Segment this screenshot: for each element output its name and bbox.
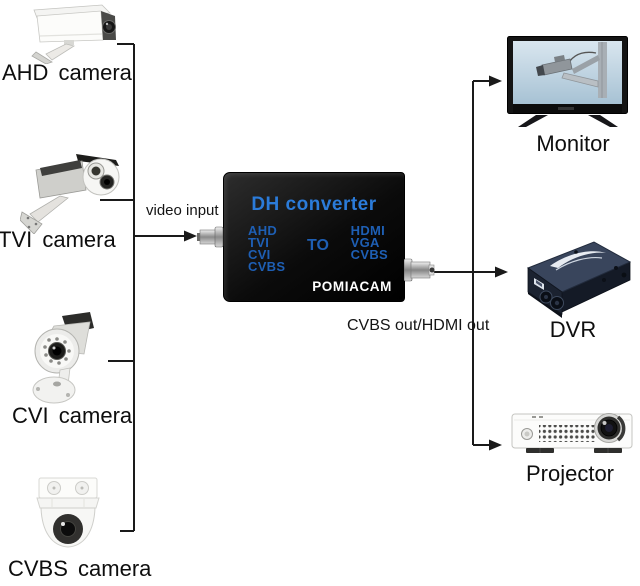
ahd-camera-image [24, 2, 124, 65]
cvbs-camera-image [30, 474, 106, 566]
dvr-label: DVR [549, 317, 597, 342]
converter-formats: AHD TVI CVI CVBS TO HDMI VGA CVBS [224, 223, 404, 274]
cvi-camera-label: CVI camera [12, 403, 133, 428]
bnc-input-connector [197, 226, 224, 248]
format-item: AHD [248, 223, 278, 238]
dh-converter-box: DH converter AHD TVI CVI CVBS TO HDMI VG… [197, 172, 435, 302]
projector-arrowhead [489, 439, 502, 451]
bnc-output-connector [404, 258, 435, 282]
format-item: CVBS [248, 259, 286, 274]
converter-brand: POMIACAM [312, 279, 392, 294]
ahd-camera-label: AHD camera [2, 60, 132, 85]
converter-input-formats: AHD TVI CVI CVBS [248, 223, 286, 274]
output-line-label: CVBS out/HDMI out [347, 317, 490, 334]
converter-to-label: TO [307, 237, 329, 254]
monitor-label: Monitor [536, 131, 610, 156]
tvi-camera-image [19, 146, 132, 235]
converter-title: DH converter [251, 194, 377, 215]
format-item: HDMI [350, 223, 386, 238]
format-item: VGA [350, 235, 380, 250]
projector-label: Projector [525, 461, 615, 486]
dvr-arrowhead [495, 266, 508, 278]
cvi-camera-image [24, 310, 104, 405]
video-input-arrowhead [184, 230, 197, 242]
monitor-image [506, 35, 631, 131]
tvi-camera-label: TVI camera [0, 227, 116, 252]
monitor-arrowhead [489, 75, 502, 87]
dvr-image [504, 234, 634, 322]
format-item: CVBS [350, 247, 388, 262]
format-item: TVI [248, 235, 270, 250]
format-item: CVI [248, 247, 271, 262]
projector-image [510, 407, 636, 459]
video-input-label: video input [146, 202, 219, 219]
converter-output-formats: HDMI VGA CVBS [350, 223, 388, 273]
cvbs-camera-label: CVBS camera [8, 556, 152, 581]
